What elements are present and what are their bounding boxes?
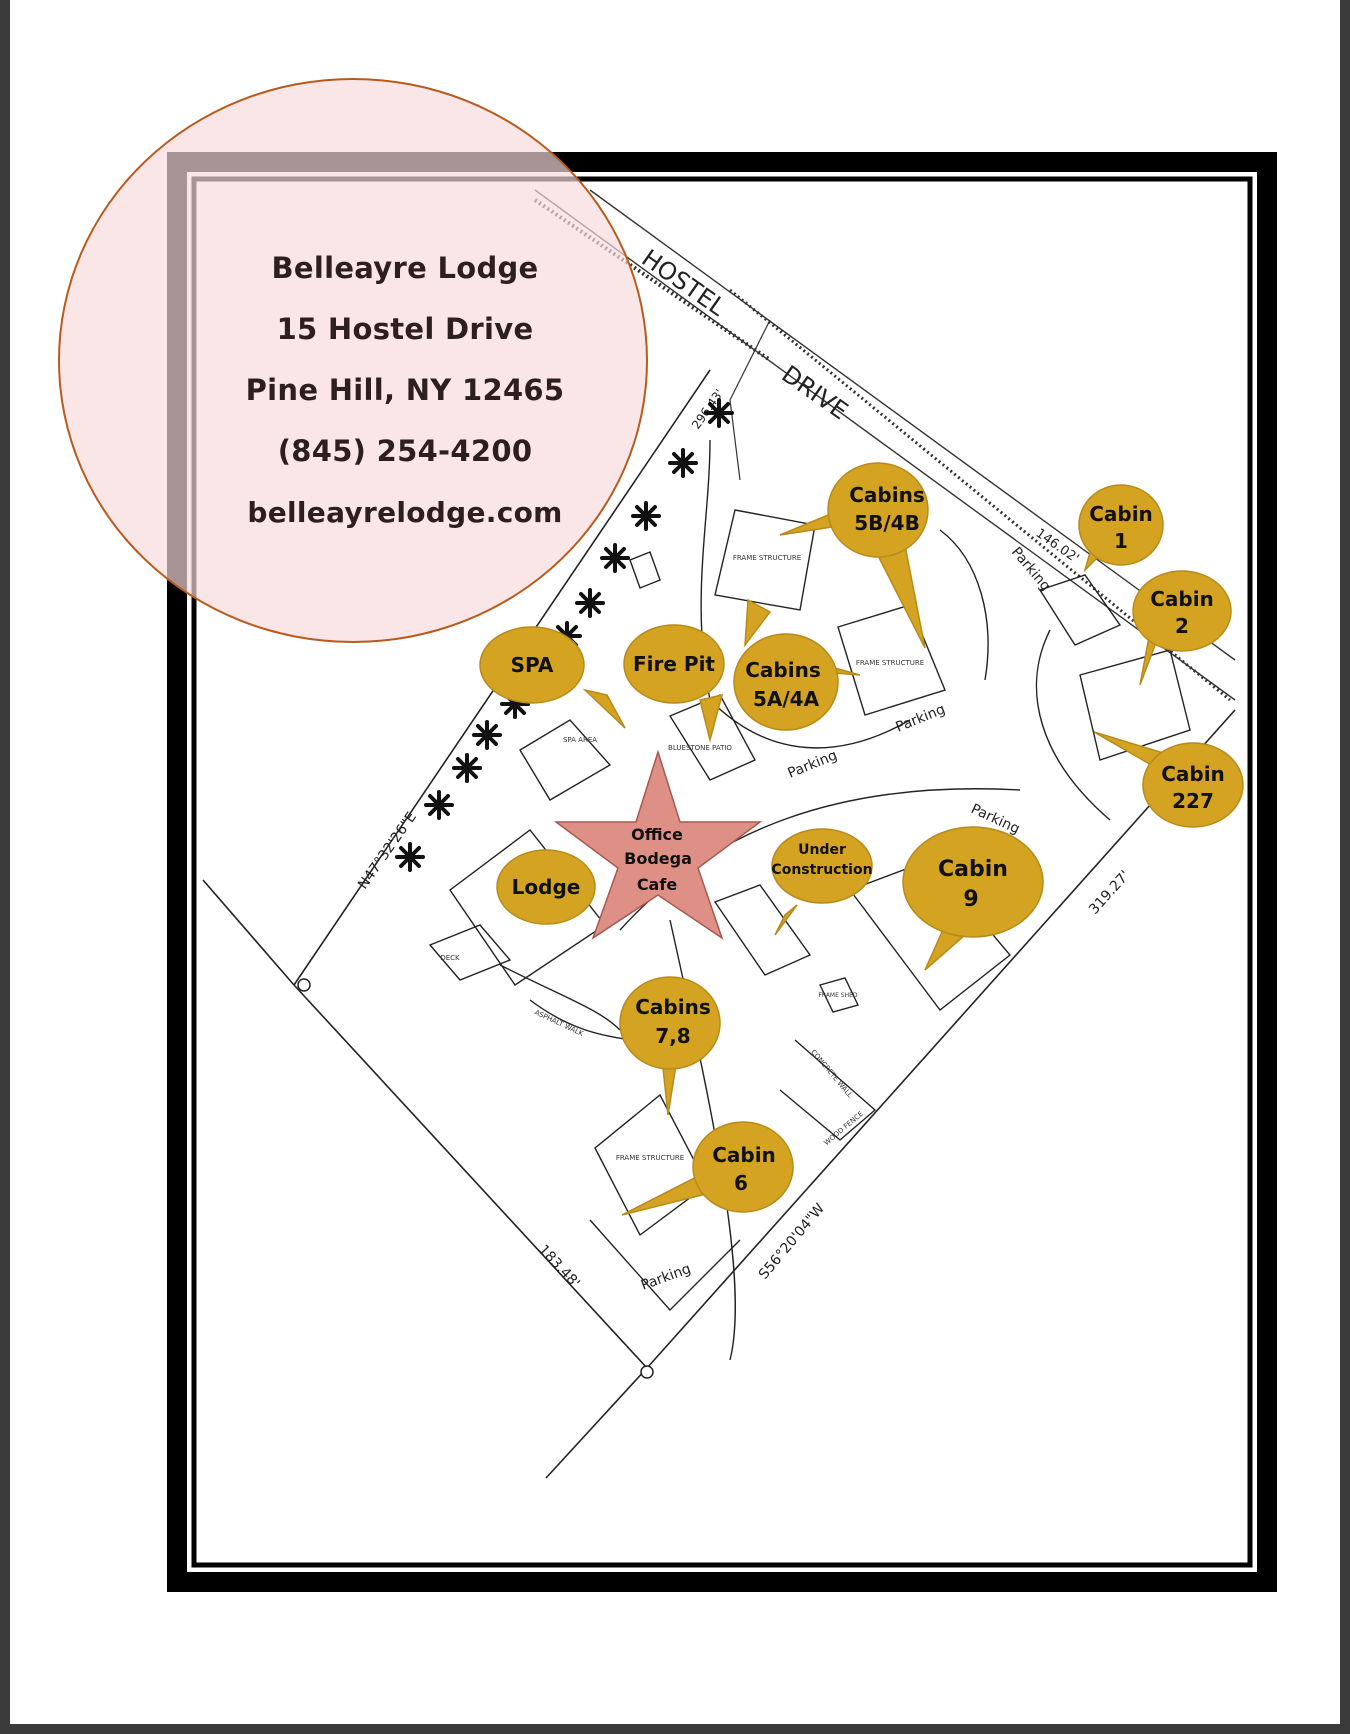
label-cabin-2-b: 2 [1175, 614, 1189, 638]
label-cabin-227-a: Cabin [1161, 762, 1225, 786]
label-cabin-9-b: 9 [963, 887, 978, 912]
building-label-bluestone-patio: BLUESTONE PATIO [668, 744, 732, 752]
contact-info: Belleayre Lodge 15 Hostel Drive Pine Hil… [160, 238, 650, 543]
label-cabins-5b4b-2: 5B/4B [854, 511, 920, 535]
label-cabin-6-a: Cabin [712, 1143, 776, 1167]
label-cabin-1-a: Cabin [1089, 502, 1153, 526]
label-spa: SPA [511, 653, 554, 677]
label-cabins-5b4b-1: Cabins [849, 483, 925, 507]
building-label-frame-structure-2: FRAME STRUCTURE [856, 659, 924, 667]
hostel-drive-road [533, 189, 1236, 702]
lodge-name: Belleayre Lodge [271, 251, 539, 285]
office-star [553, 749, 763, 940]
building-label-frame-structure-3: FRAME STRUCTURE [616, 1154, 684, 1162]
building-label-spa-area: SPA AREA [563, 736, 597, 744]
label-cabin-9-a: Cabin [938, 857, 1008, 882]
map-page: HOSTEL DRIVE N47°32'26"E S56°20'04"W 296… [10, 0, 1340, 1724]
callout-bubbles [479, 462, 1244, 1216]
label-cabin-6-b: 6 [734, 1171, 748, 1195]
label-cabins-7-8-b: 7,8 [655, 1024, 690, 1048]
label-cabins-5a4a-b: 5A/4A [753, 687, 820, 711]
survey-marker-south [640, 1365, 654, 1379]
site-map: HOSTEL DRIVE N47°32'26"E S56°20'04"W 296… [167, 152, 1277, 1592]
building-label-frame-structure-1: FRAME STRUCTURE [733, 554, 801, 562]
label-construction: Construction [771, 862, 872, 878]
label-cafe: Cafe [637, 875, 678, 894]
label-cabin-2-a: Cabin [1150, 587, 1214, 611]
label-cabin-1-b: 1 [1114, 529, 1128, 553]
survey-marker-west [297, 978, 311, 992]
label-lodge: Lodge [512, 875, 581, 899]
label-bodega: Bodega [624, 849, 692, 868]
place-labels: Cabins 5B/4B Cabin 1 Cabin 2 Cabin 227 S… [511, 483, 1225, 1195]
website-link[interactable]: belleayrelodge.com [247, 496, 563, 529]
street-address: 15 Hostel Drive [276, 312, 534, 346]
contact-info-circle [58, 78, 648, 643]
inner-frame [191, 176, 1253, 1568]
label-cabins-7-8-a: Cabins [635, 995, 711, 1019]
phone-number: (845) 254-4200 [277, 434, 533, 468]
label-cabin-227-b: 227 [1172, 789, 1214, 813]
city-state-zip: Pine Hill, NY 12465 [245, 373, 565, 407]
label-under: Under [798, 842, 846, 858]
label-fire-pit: Fire Pit [633, 652, 715, 676]
label-office: Office [631, 825, 683, 844]
building-label-deck: DECK [440, 954, 460, 962]
building-label-frame-shed: FRAME SHED [818, 992, 857, 999]
label-cabins-5a4a-a: Cabins [745, 658, 821, 682]
